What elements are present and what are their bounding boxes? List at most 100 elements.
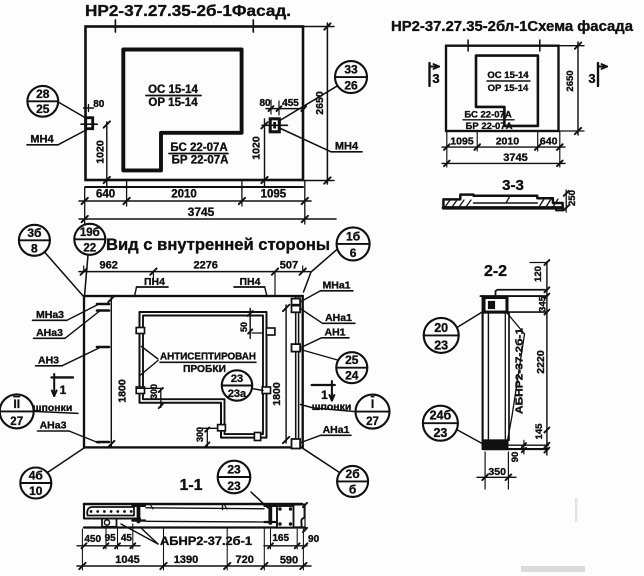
svg-text:I: I bbox=[371, 397, 374, 411]
svg-text:БР 22-07А: БР 22-07А bbox=[466, 121, 513, 132]
svg-text:25: 25 bbox=[345, 353, 359, 367]
svg-text:95: 95 bbox=[105, 533, 117, 544]
svg-text:1095: 1095 bbox=[261, 189, 287, 201]
svg-text:80: 80 bbox=[259, 98, 271, 109]
svg-text:26: 26 bbox=[344, 79, 358, 93]
svg-text:250: 250 bbox=[567, 190, 578, 206]
svg-text:1020: 1020 bbox=[250, 136, 262, 160]
svg-text:23: 23 bbox=[231, 373, 243, 385]
svg-text:4б: 4б bbox=[29, 469, 43, 483]
svg-text:19б: 19б bbox=[80, 227, 100, 239]
svg-text:2220: 2220 bbox=[535, 350, 547, 374]
svg-text:АНТИСЕПТИРОВАН: АНТИСЕПТИРОВАН bbox=[160, 352, 256, 363]
svg-text:80: 80 bbox=[93, 99, 105, 110]
svg-text:АНа1: АНа1 bbox=[323, 424, 350, 436]
svg-text:1: 1 bbox=[60, 383, 67, 397]
svg-text:28: 28 bbox=[36, 87, 50, 101]
svg-text:ПН4: ПН4 bbox=[144, 276, 165, 288]
svg-text:3745: 3745 bbox=[503, 152, 527, 164]
svg-text:90: 90 bbox=[510, 452, 521, 463]
svg-text:Вид с внутренней стороны: Вид с внутренней стороны bbox=[106, 236, 330, 254]
svg-text:90: 90 bbox=[308, 534, 320, 545]
svg-text:120: 120 bbox=[533, 266, 544, 282]
svg-text:ПРОБКИ: ПРОБКИ bbox=[183, 364, 226, 375]
svg-text:ОР 15-14: ОР 15-14 bbox=[488, 83, 529, 94]
svg-text:ОР 15-14: ОР 15-14 bbox=[148, 97, 198, 109]
svg-text:1020: 1020 bbox=[94, 140, 106, 164]
svg-text:640: 640 bbox=[96, 189, 115, 201]
svg-text:ОС 15-14: ОС 15-14 bbox=[487, 70, 529, 81]
svg-text:10: 10 bbox=[29, 484, 43, 498]
svg-text:1390: 1390 bbox=[174, 554, 198, 566]
svg-text:145: 145 bbox=[534, 423, 545, 440]
svg-text:МНа1: МНа1 bbox=[322, 280, 350, 292]
svg-text:1-1: 1-1 bbox=[179, 477, 202, 494]
svg-text:БР 22-07А: БР 22-07А bbox=[172, 155, 229, 167]
svg-text:8: 8 bbox=[31, 241, 38, 255]
svg-text:6: 6 bbox=[350, 246, 357, 260]
svg-text:БС 22-07А: БС 22-07А bbox=[464, 110, 512, 121]
svg-text:24б: 24б bbox=[430, 409, 452, 423]
svg-text:23: 23 bbox=[433, 426, 447, 440]
svg-text:3745: 3745 bbox=[188, 205, 215, 219]
svg-text:3-3: 3-3 bbox=[502, 177, 524, 194]
svg-text:455: 455 bbox=[282, 98, 299, 109]
svg-text:300: 300 bbox=[195, 427, 205, 442]
svg-text:1800: 1800 bbox=[116, 379, 128, 403]
svg-text:720: 720 bbox=[236, 554, 254, 566]
svg-text:23: 23 bbox=[227, 463, 241, 477]
svg-text:1: 1 bbox=[321, 388, 328, 402]
svg-text:б: б bbox=[349, 482, 356, 496]
svg-text:450: 450 bbox=[84, 534, 101, 545]
svg-text:20: 20 bbox=[434, 321, 448, 335]
svg-text:1095: 1095 bbox=[450, 136, 474, 148]
svg-text:45: 45 bbox=[121, 533, 133, 544]
svg-text:2-2: 2-2 bbox=[484, 263, 507, 280]
svg-text:АБНР2-37.2б-1: АБНР2-37.2б-1 bbox=[160, 536, 253, 548]
svg-text:2010: 2010 bbox=[171, 189, 197, 201]
svg-text:962: 962 bbox=[100, 260, 118, 272]
svg-text:50: 50 bbox=[239, 322, 249, 332]
svg-text:НР2-37.27.35-2б-1Фасад.: НР2-37.27.35-2б-1Фасад. bbox=[85, 3, 291, 20]
svg-text:2б: 2б bbox=[346, 467, 360, 481]
svg-text:АНа3: АНа3 bbox=[40, 420, 67, 432]
svg-text:23: 23 bbox=[434, 338, 448, 352]
svg-text:2650: 2650 bbox=[314, 91, 326, 115]
svg-text:3б: 3б bbox=[27, 226, 41, 240]
svg-text:АН3: АН3 bbox=[38, 355, 59, 367]
svg-text:2010: 2010 bbox=[496, 136, 520, 148]
svg-text:345: 345 bbox=[538, 295, 549, 312]
svg-text:АНа1: АНа1 bbox=[325, 312, 352, 324]
svg-text:165: 165 bbox=[272, 533, 289, 544]
svg-text:БС 22-07А: БС 22-07А bbox=[170, 142, 227, 154]
svg-text:1б: 1б bbox=[346, 229, 360, 243]
svg-text:27: 27 bbox=[10, 416, 23, 428]
svg-text:25: 25 bbox=[36, 102, 50, 116]
svg-text:22: 22 bbox=[83, 242, 96, 254]
svg-text:300: 300 bbox=[149, 384, 159, 399]
svg-text:27: 27 bbox=[366, 416, 379, 428]
svg-text:3: 3 bbox=[588, 71, 595, 86]
svg-text:ОС 15-14: ОС 15-14 bbox=[148, 84, 198, 96]
svg-text:590: 590 bbox=[280, 555, 298, 567]
svg-text:2276: 2276 bbox=[193, 260, 217, 272]
svg-text:2650: 2650 bbox=[565, 70, 576, 91]
svg-text:507: 507 bbox=[280, 260, 298, 272]
svg-text:640: 640 bbox=[540, 136, 558, 148]
svg-text:33: 33 bbox=[344, 63, 358, 77]
svg-text:НР2-37.27.35-2бл-1Схема фасада: НР2-37.27.35-2бл-1Схема фасада bbox=[391, 19, 634, 35]
svg-text:23а: 23а bbox=[228, 388, 247, 400]
svg-text:350: 350 bbox=[488, 466, 506, 478]
svg-text:24: 24 bbox=[345, 369, 359, 383]
svg-text:1800: 1800 bbox=[271, 382, 283, 406]
svg-text:МНа3: МНа3 bbox=[36, 309, 64, 321]
svg-text:МН4: МН4 bbox=[30, 134, 54, 146]
svg-text:23: 23 bbox=[227, 479, 241, 493]
svg-text:АН1: АН1 bbox=[324, 327, 345, 339]
svg-text:3: 3 bbox=[432, 71, 439, 86]
svg-text:ПН4: ПН4 bbox=[240, 276, 261, 288]
svg-text:АНа3: АНа3 bbox=[36, 327, 63, 339]
svg-text:1045: 1045 bbox=[115, 554, 139, 566]
svg-text:МН4: МН4 bbox=[335, 141, 359, 153]
svg-text:II: II bbox=[13, 397, 20, 411]
